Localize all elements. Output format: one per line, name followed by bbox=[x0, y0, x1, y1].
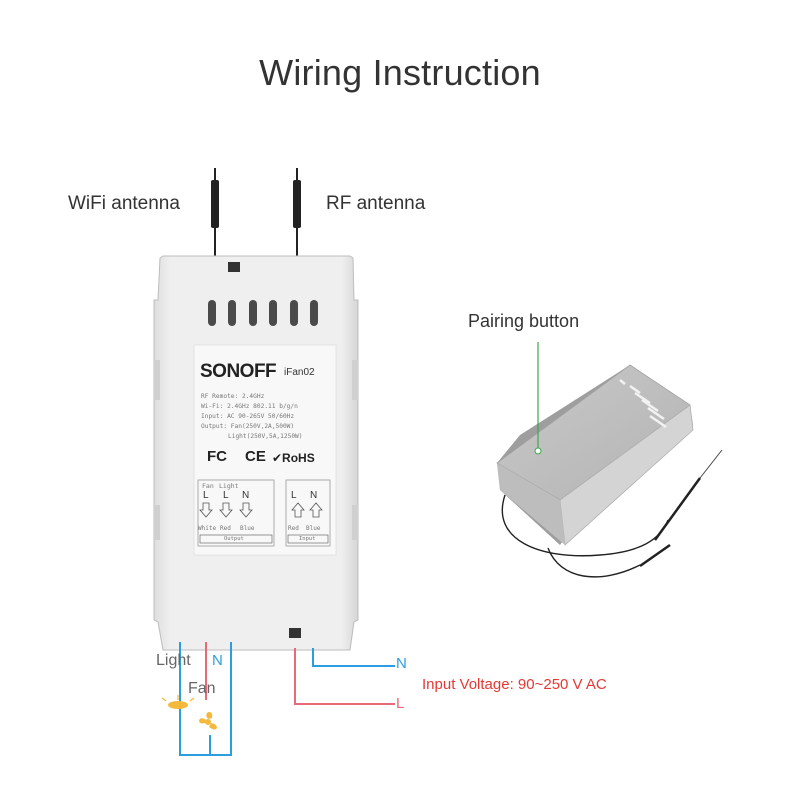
rf-receiver bbox=[496, 364, 723, 578]
spec-line: Output: Fan(250V,2A,500W) bbox=[201, 423, 295, 430]
input-voltage-label: Input Voltage: 90~250 V AC bbox=[422, 676, 607, 693]
rf-antenna-label: RF antenna bbox=[326, 193, 426, 214]
terminal-letter: L bbox=[223, 490, 229, 501]
terminal-letter: N bbox=[242, 490, 250, 501]
device-model: iFan02 bbox=[284, 367, 315, 378]
terminal-letter: N bbox=[310, 490, 318, 501]
page-title: Wiring Instruction bbox=[259, 52, 541, 93]
spec-line: Wi-Fi: 2.4GHz 802.11 b/g/n bbox=[201, 403, 298, 410]
fan-icon bbox=[199, 711, 217, 730]
output-wiring bbox=[179, 642, 232, 756]
terminal-letter: L bbox=[203, 490, 209, 501]
terminal-color: Red bbox=[288, 525, 299, 532]
terminal-letter: L bbox=[291, 490, 297, 501]
rf-antenna bbox=[293, 168, 301, 264]
terminal-color: White bbox=[198, 525, 217, 532]
device-brand: SONOFF bbox=[200, 361, 277, 382]
output-neutral-label: N bbox=[212, 652, 223, 669]
terminal-color: Red bbox=[220, 525, 231, 532]
spec-line: Light(250V,5A,1250W) bbox=[228, 433, 303, 440]
input-wiring bbox=[294, 648, 395, 705]
terminal-color: Blue bbox=[240, 525, 255, 532]
lamp-icon bbox=[161, 695, 195, 709]
fan-label: Fan bbox=[188, 680, 216, 697]
wifi-antenna-label: WiFi antenna bbox=[68, 193, 180, 214]
terminal-group-label: Fan bbox=[202, 482, 214, 490]
input-caption: Input bbox=[299, 536, 316, 542]
rohs-mark: ✔RoHS bbox=[272, 451, 315, 465]
spec-line: RF Remote: 2.4GHz bbox=[201, 393, 265, 400]
light-label: Light bbox=[156, 652, 191, 669]
terminal-color: Blue bbox=[306, 525, 321, 532]
input-neutral-label: N bbox=[396, 655, 407, 672]
pairing-button-marker bbox=[534, 342, 542, 455]
terminal-group-label: Light bbox=[219, 482, 239, 490]
ce-mark: CE bbox=[245, 448, 266, 465]
fcc-mark: FC bbox=[207, 448, 227, 465]
pairing-button-label: Pairing button bbox=[468, 311, 580, 331]
input-live-label: L bbox=[396, 695, 405, 712]
wifi-antenna bbox=[211, 168, 219, 264]
sonoff-device bbox=[153, 255, 359, 651]
output-caption: Output bbox=[224, 536, 244, 542]
spec-line: Input: AC 90-265V 50/60Hz bbox=[201, 413, 295, 420]
